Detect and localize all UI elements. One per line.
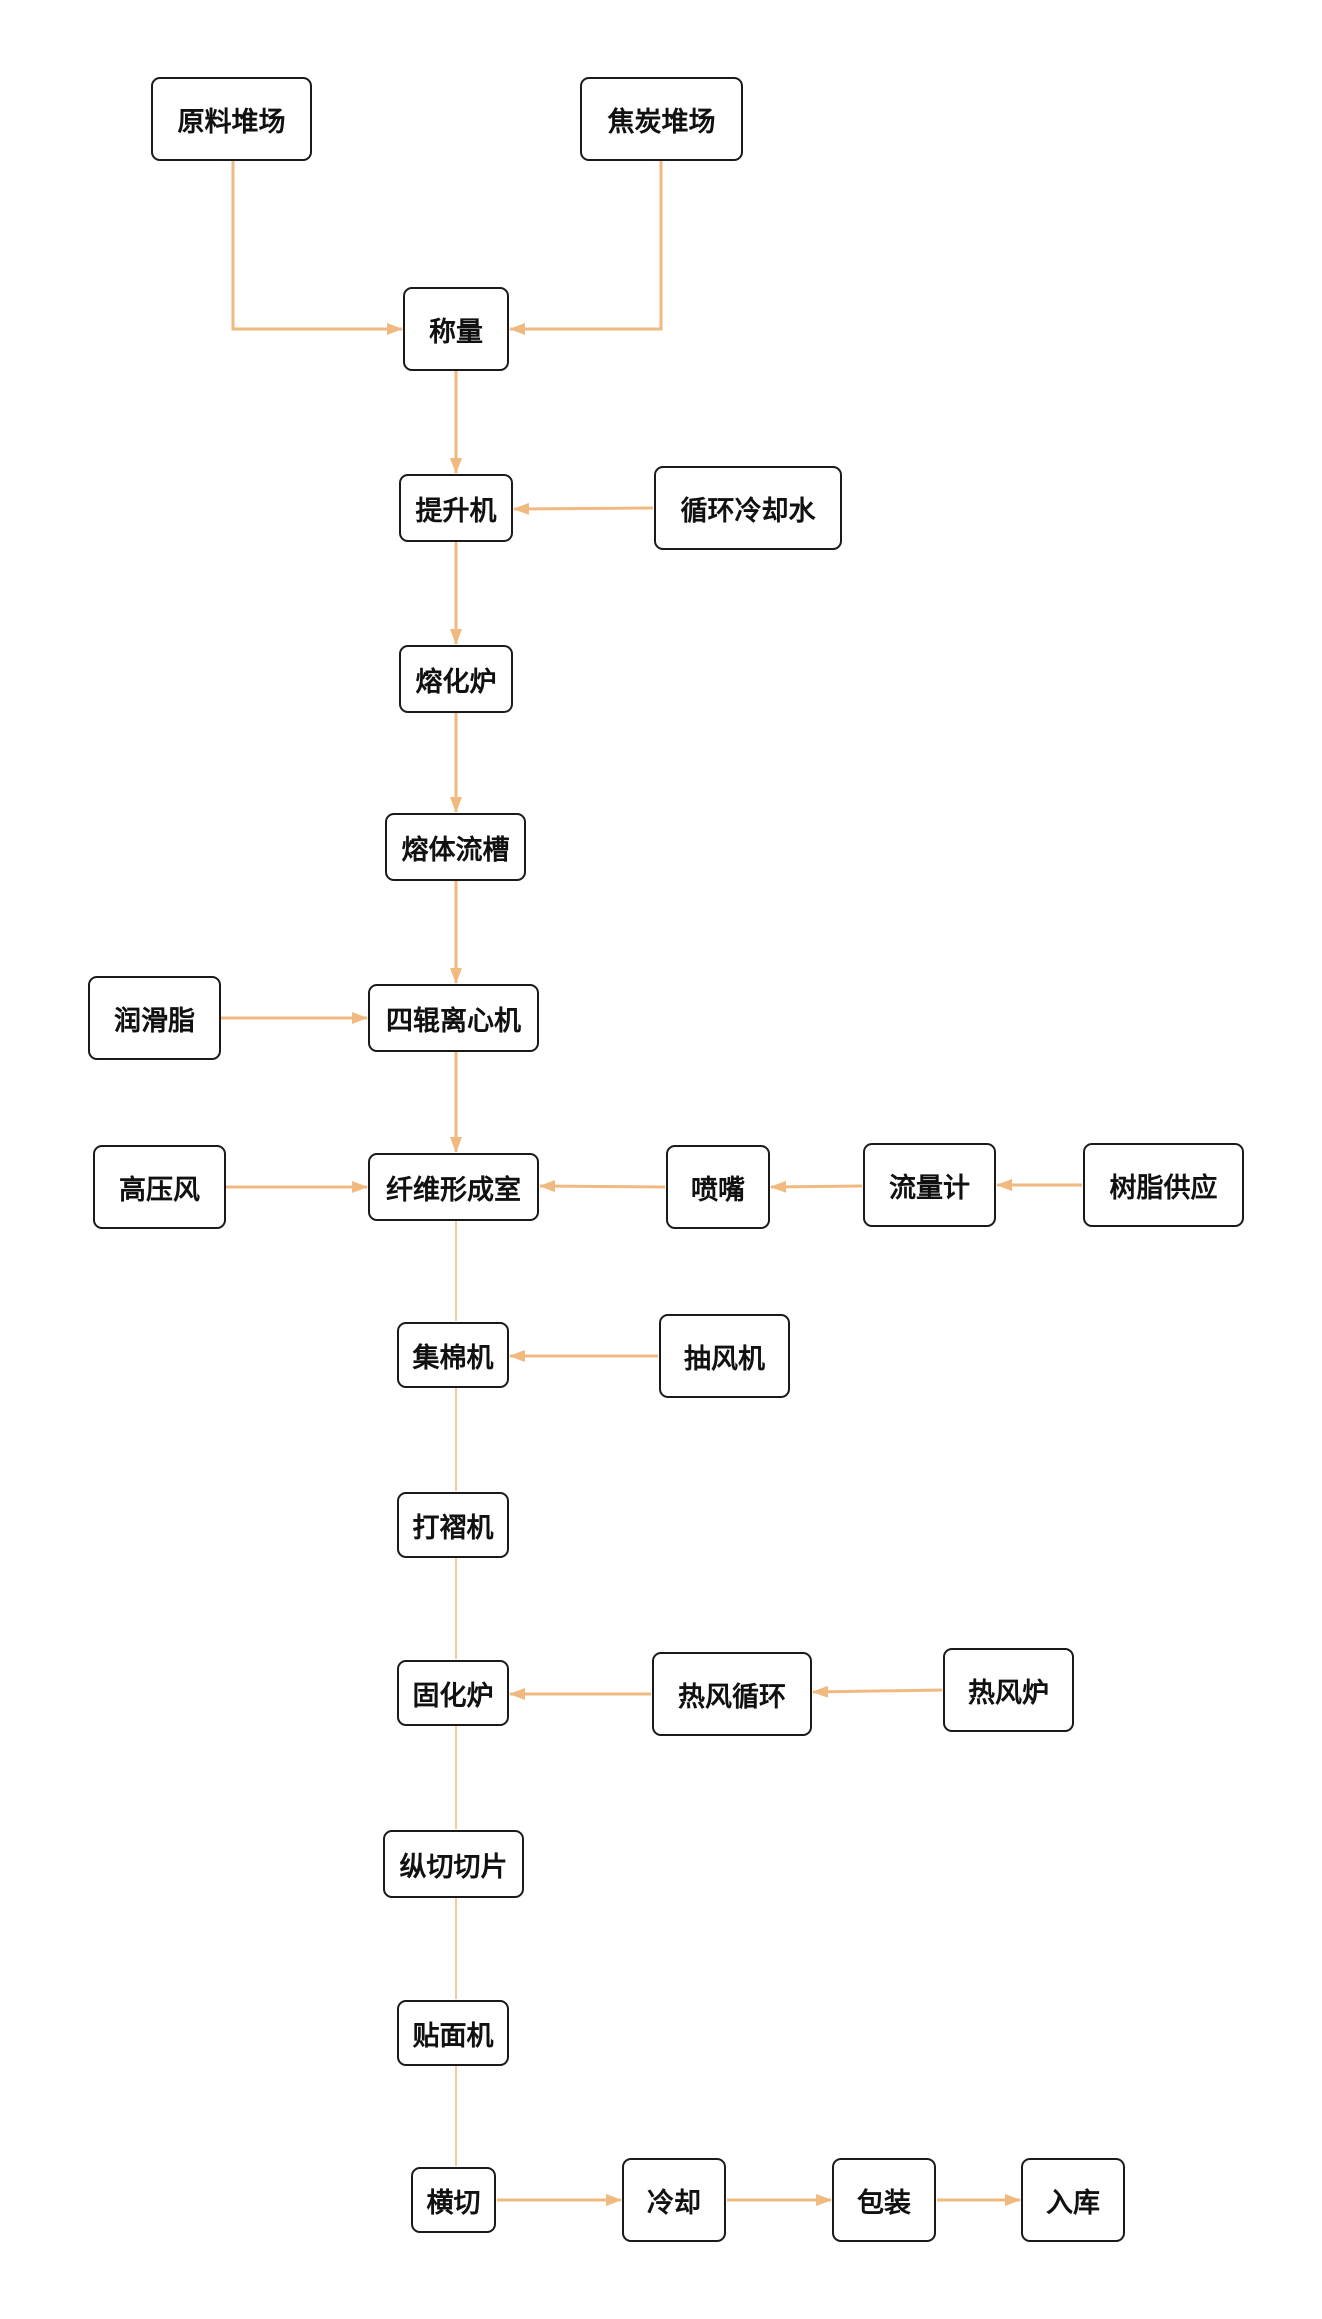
- edge-coke-to-weighing: [509, 161, 663, 335]
- node-four-roller-centrifuge[interactable]: 四辊离心机: [368, 984, 539, 1052]
- node-cooling[interactable]: 冷却: [622, 2158, 726, 2242]
- edge-raw-to-weighing: [231, 161, 403, 335]
- node-hot-air-furnace[interactable]: 热风炉: [943, 1648, 1074, 1732]
- node-flow-meter[interactable]: 流量计: [863, 1143, 996, 1227]
- node-exhaust-fan[interactable]: 抽风机: [659, 1314, 790, 1398]
- node-slitting-slicing[interactable]: 纵切切片: [383, 1830, 524, 1898]
- node-pleating-machine[interactable]: 打褶机: [397, 1492, 509, 1558]
- edge-flow-to-nozzle: [770, 1180, 863, 1193]
- node-hot-air-circulation[interactable]: 热风循环: [652, 1652, 812, 1736]
- node-cross-cutting[interactable]: 横切: [411, 2167, 496, 2233]
- node-fiber-forming-chamber[interactable]: 纤维形成室: [368, 1153, 539, 1221]
- node-packaging[interactable]: 包装: [832, 2158, 936, 2242]
- node-high-pressure-air[interactable]: 高压风: [93, 1145, 226, 1229]
- node-laminating-machine[interactable]: 贴面机: [397, 2000, 509, 2066]
- node-nozzle[interactable]: 喷嘴: [666, 1145, 770, 1229]
- node-melt-channel[interactable]: 熔体流槽: [385, 813, 526, 881]
- node-elevator[interactable]: 提升机: [399, 474, 513, 542]
- node-lubricating-grease[interactable]: 润滑脂: [88, 976, 221, 1060]
- node-raw-material-yard[interactable]: 原料堆场: [151, 77, 312, 161]
- node-coke-yard[interactable]: 焦炭堆场: [580, 77, 743, 161]
- edge-nozzle-to-chamber: [539, 1180, 666, 1193]
- edge-water-to-elevator: [513, 502, 654, 515]
- node-curing-oven[interactable]: 固化炉: [397, 1660, 509, 1726]
- edge-hotfurnace-to-hotcirc: [812, 1685, 943, 1698]
- node-circulating-cooling-water[interactable]: 循环冷却水: [654, 466, 842, 550]
- node-cotton-collector[interactable]: 集棉机: [397, 1322, 509, 1388]
- node-resin-supply[interactable]: 树脂供应: [1083, 1143, 1244, 1227]
- node-melting-furnace[interactable]: 熔化炉: [399, 645, 513, 713]
- node-warehousing[interactable]: 入库: [1021, 2158, 1125, 2242]
- node-weighing[interactable]: 称量: [403, 287, 509, 371]
